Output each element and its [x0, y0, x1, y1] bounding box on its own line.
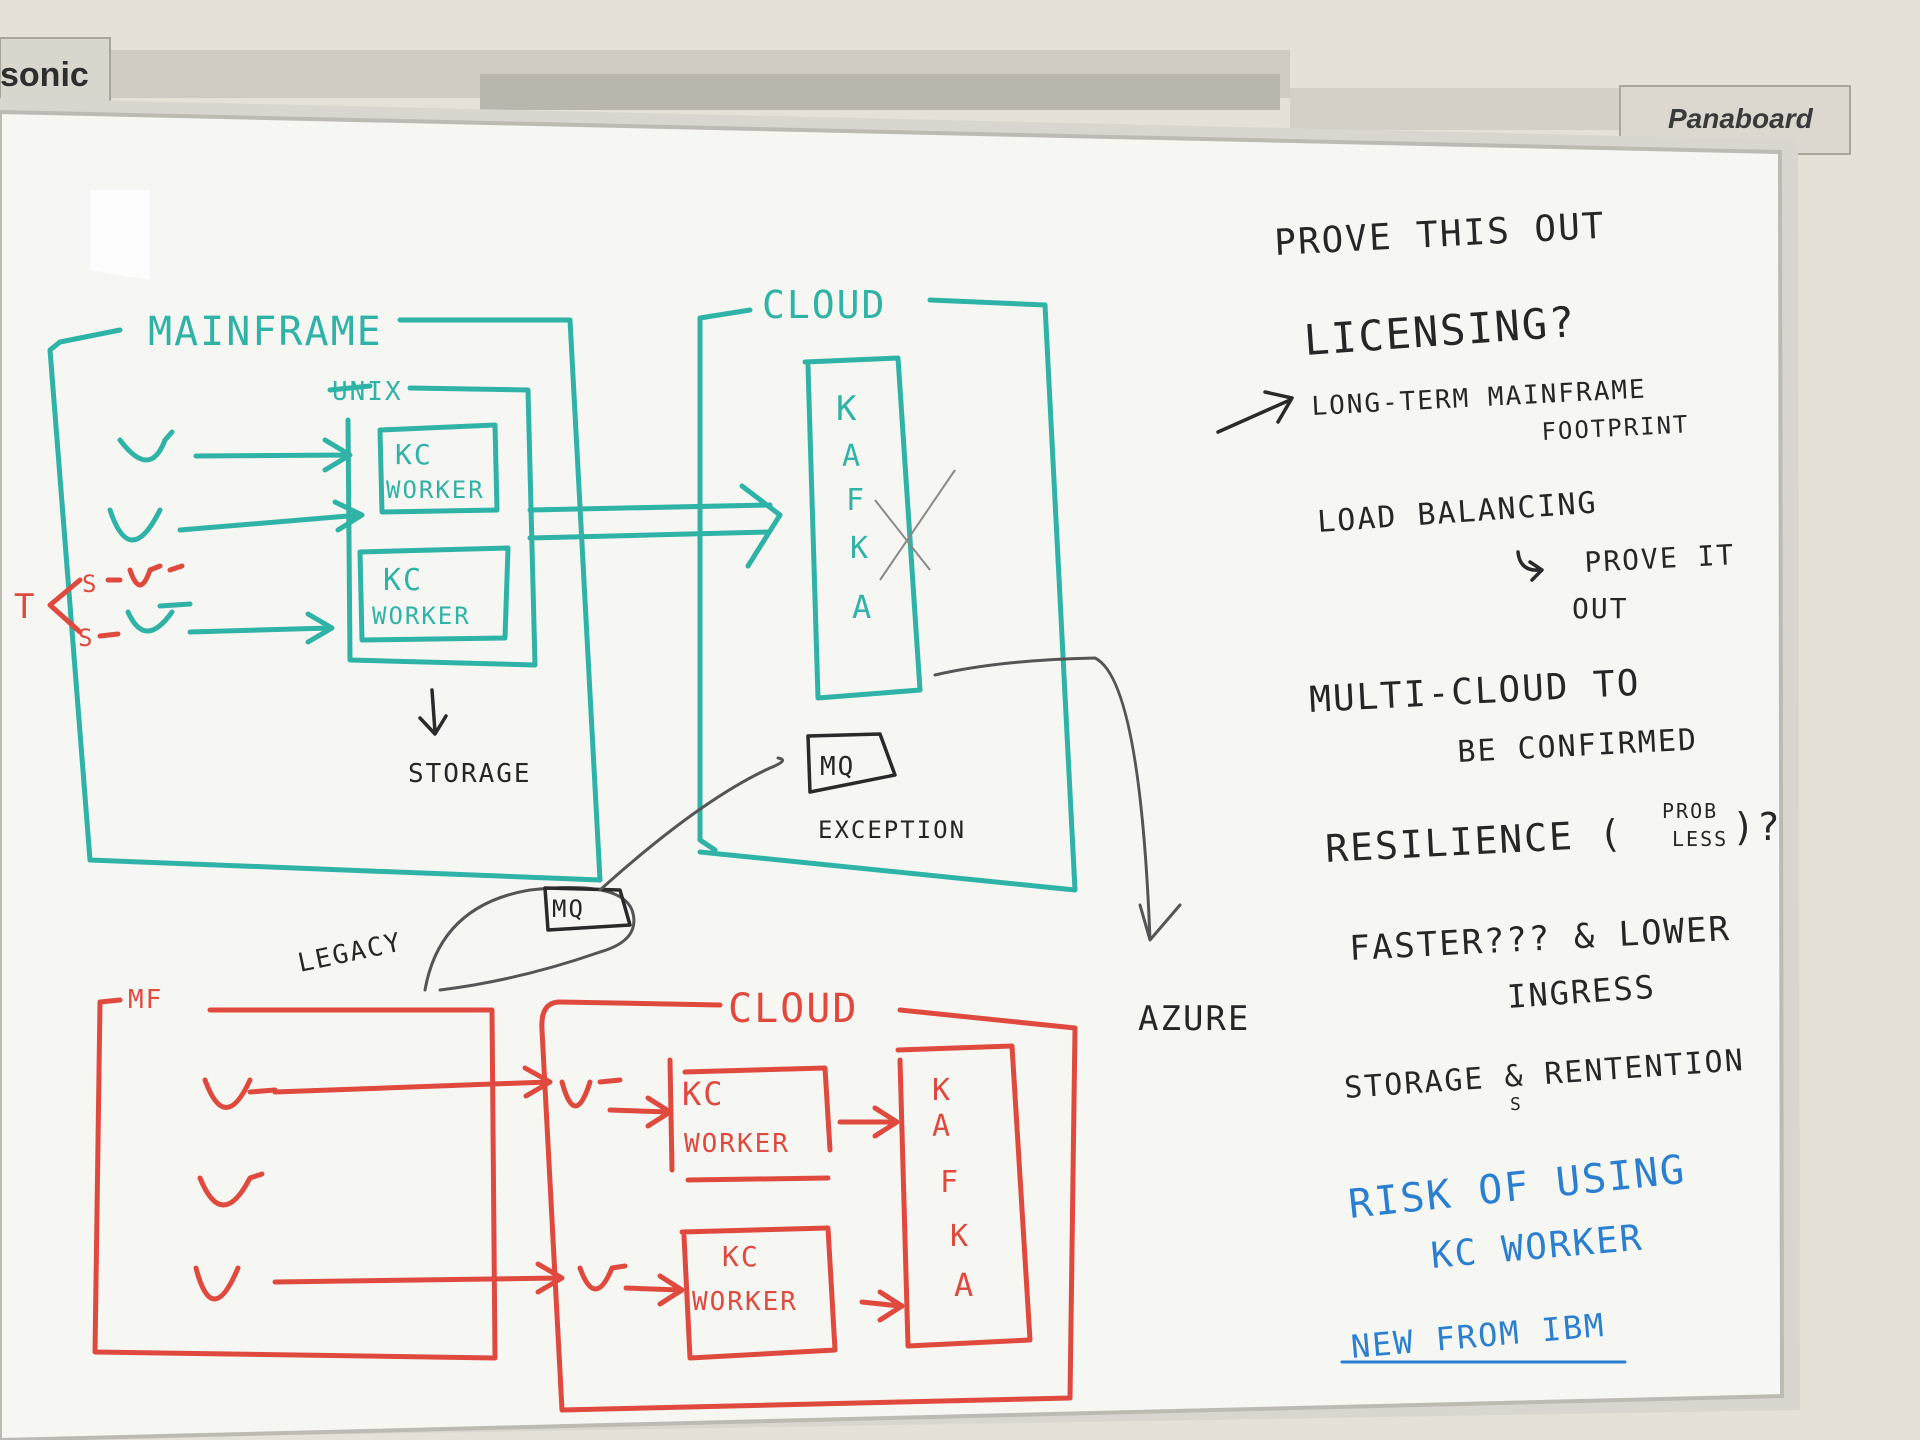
- kafka-bottom-letter-3: F: [940, 1165, 960, 1200]
- mf-label: MF: [128, 985, 163, 1015]
- s2-mark: [97, 631, 121, 639]
- note-prove-it-2: OUT: [1572, 592, 1629, 625]
- source-symbol-1: [117, 429, 175, 463]
- mf-box: [92, 997, 498, 1361]
- cloud-box-top: [697, 297, 1078, 893]
- mf-source-3: [193, 1265, 241, 1302]
- azure-label: AZURE: [1138, 999, 1250, 1039]
- kafka-box-top: [802, 355, 923, 701]
- kafka-bottom-letter-1: K: [932, 1073, 952, 1108]
- note-prob: PROB: [1662, 799, 1718, 823]
- kc-worker-2-line2: WORKER: [372, 602, 471, 630]
- storage-label: STORAGE: [408, 759, 532, 789]
- cloud-label-bottom: CLOUD: [728, 986, 858, 1032]
- kafka-top-letter-1: K: [836, 389, 858, 429]
- exception-label: EXCEPTION: [818, 816, 966, 844]
- kc-worker-1-line1: KC: [395, 438, 433, 471]
- note-arrow-longterm: [1216, 390, 1294, 434]
- kc-worker-2-line1: KC: [383, 563, 423, 598]
- mq-box-cloud: [806, 732, 897, 794]
- t-bracket: [47, 577, 83, 635]
- arrow-source2-worker: [177, 499, 365, 533]
- kafka-top-letter-5: A: [852, 588, 873, 626]
- bottom-diagram: MF CLOUD KC WORKER KC WORKER K A F K: [92, 985, 1078, 1413]
- kafka-box-bottom: [895, 1043, 1033, 1349]
- mainframe-label: MAINFRAME: [148, 309, 383, 355]
- kc-worker-bottom-1-line2: WORKER: [684, 1129, 790, 1159]
- arrow-workers-to-kafka: [527, 483, 783, 569]
- brand-right-label: Panaboard: [1668, 103, 1814, 134]
- note-resilience-end: )?: [1732, 805, 1782, 849]
- mainframe-box: [47, 317, 603, 883]
- mf-source-1: [202, 1077, 278, 1110]
- kafka-top-letter-4: K: [850, 531, 870, 566]
- mq-box-legacy: [543, 886, 632, 932]
- kc-worker-bottom-1-box: [667, 1057, 833, 1183]
- mf-source-2: [197, 1171, 265, 1208]
- arrow-source3-worker: [187, 611, 335, 645]
- kafka-top-letter-2: A: [842, 439, 862, 474]
- source-symbol-2: [107, 507, 163, 543]
- kc-worker-bottom-2-box: [679, 1225, 838, 1361]
- top-diagram: MAINFRAME UNIX KC WORKER KC WORKER T S S…: [14, 283, 1250, 1039]
- mq-cloud-label: MQ: [820, 752, 855, 782]
- arrow-mf-to-cloud-2: [272, 1261, 565, 1295]
- arrow-to-worker-2: [623, 1273, 685, 1307]
- source-symbol-3: [125, 601, 193, 634]
- kafka-to-azure-arrow: [933, 656, 1182, 942]
- cloud-source-1: [559, 1077, 623, 1109]
- kc-worker-1-box: [377, 422, 500, 515]
- note-less: LESS: [1672, 827, 1728, 851]
- kc-worker-2-box: [357, 545, 511, 643]
- kafka-bottom-letter-2: A: [932, 1109, 952, 1144]
- kafka-bottom-letter-4: K: [950, 1219, 970, 1254]
- arrow-worker1-to-kafka: [837, 1105, 900, 1139]
- kafka-top-letter-3: F: [846, 483, 866, 518]
- legacy-to-cloud-connector: [598, 756, 784, 892]
- unix-label: UNIX: [332, 377, 403, 407]
- s1-mark: [105, 563, 185, 588]
- cloud-source-2: [577, 1263, 628, 1292]
- cloud-box-bottom: [539, 999, 1078, 1413]
- kafka-cross-out: [874, 469, 956, 581]
- note-storage-s: S: [1510, 1094, 1523, 1115]
- kc-worker-bottom-2-line1: KC: [722, 1240, 760, 1273]
- storage-arrow: [418, 688, 448, 736]
- arrow-source1-worker: [193, 437, 353, 473]
- unix-box: [327, 383, 538, 668]
- mq-legacy-label: MQ: [552, 895, 585, 923]
- label-t: T: [14, 587, 36, 627]
- legacy-loop: [423, 886, 636, 992]
- kafka-bottom-letter-5: A: [954, 1266, 975, 1304]
- kc-worker-bottom-1-line1: KC: [682, 1075, 725, 1113]
- kc-worker-bottom-2-line2: WORKER: [692, 1287, 798, 1317]
- arrow-worker2-to-kafka: [859, 1289, 905, 1323]
- brand-left-label: sonic: [0, 56, 89, 94]
- note-arrow-prove-it: [1516, 550, 1544, 582]
- note-prove-it-1: PROVE IT: [1584, 538, 1736, 579]
- arrow-mf-to-cloud-1: [272, 1065, 553, 1099]
- cloud-label-top: CLOUD: [762, 283, 886, 327]
- label-s1: S: [82, 570, 98, 598]
- kc-worker-1-line2: WORKER: [386, 476, 485, 504]
- label-s2: S: [78, 624, 94, 652]
